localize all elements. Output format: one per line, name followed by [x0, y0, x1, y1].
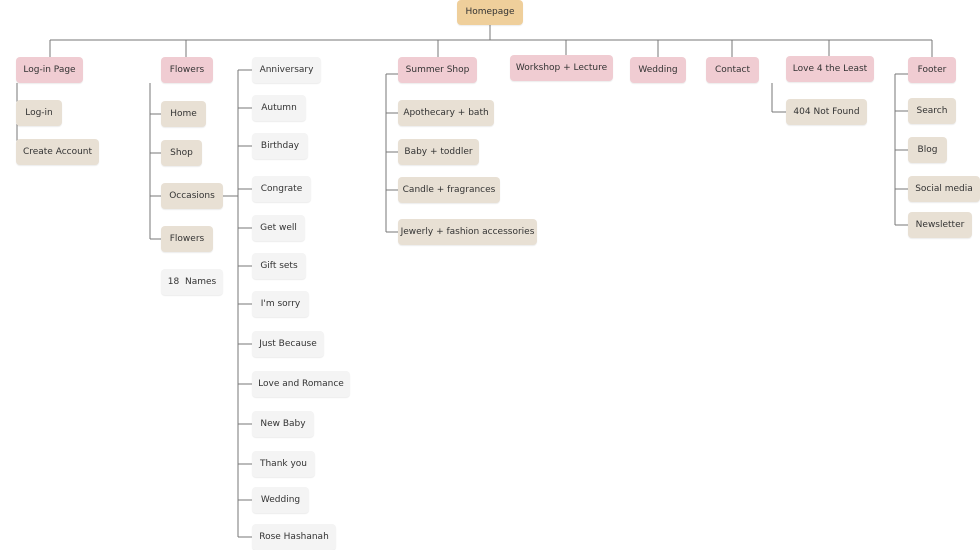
flowers-home-node: Home [161, 101, 206, 127]
love-4-the-least-node: Love 4 the Least [786, 56, 874, 82]
login-node: Log-in [16, 100, 62, 126]
contact-node: Contact [706, 57, 759, 83]
footer-social-media-node: Social media [908, 176, 980, 202]
occasion-rose-hashanah-node: Rose Hashanah [252, 524, 336, 550]
summer-jewelry-node: Jewerly + fashion accessories [398, 219, 537, 245]
occasion-just-because-node: Just Because [252, 331, 324, 357]
flowers-occasions-node: Occasions [161, 183, 223, 209]
summer-baby-node: Baby + toddler [398, 139, 479, 165]
occasion-love-romance-node: Love and Romance [252, 371, 350, 397]
login-page-node: Log-in Page [16, 57, 83, 83]
flowers-flowers-node: Flowers [161, 226, 213, 252]
occasion-wedding-node: Wedding [252, 487, 309, 513]
homepage-node: Homepage [457, 0, 523, 25]
footer-blog-node: Blog [908, 137, 947, 163]
flowers-shop-node: Shop [161, 140, 202, 166]
footer-newsletter-node: Newsletter [908, 212, 972, 238]
occasion-get-well-node: Get well [252, 215, 305, 241]
occasion-autumn-node: Autumn [252, 95, 306, 121]
404-not-found-node: 404 Not Found [786, 99, 867, 125]
flowers-node: Flowers [161, 57, 213, 83]
occasion-gift-sets-node: Gift sets [252, 253, 306, 279]
wedding-node: Wedding [630, 57, 686, 83]
flowers-names-node: 18 Names [161, 269, 223, 295]
occasion-im-sorry-node: I'm sorry [252, 291, 309, 317]
footer-search-node: Search [908, 98, 956, 124]
summer-candle-node: Candle + fragrances [398, 177, 500, 203]
footer-node: Footer [908, 57, 956, 83]
occasion-birthday-node: Birthday [252, 133, 308, 159]
summer-shop-node: Summer Shop [398, 57, 477, 83]
occasion-congrate-node: Congrate [252, 176, 311, 202]
occasion-thank-you-node: Thank you [252, 451, 315, 477]
occasion-anniversary-node: Anniversary [252, 57, 321, 83]
workshop-node: Workshop + Lecture [510, 55, 613, 81]
occasion-new-baby-node: New Baby [252, 411, 314, 437]
create-account-node: Create Account [16, 139, 99, 165]
summer-apothecary-node: Apothecary + bath [398, 100, 494, 126]
